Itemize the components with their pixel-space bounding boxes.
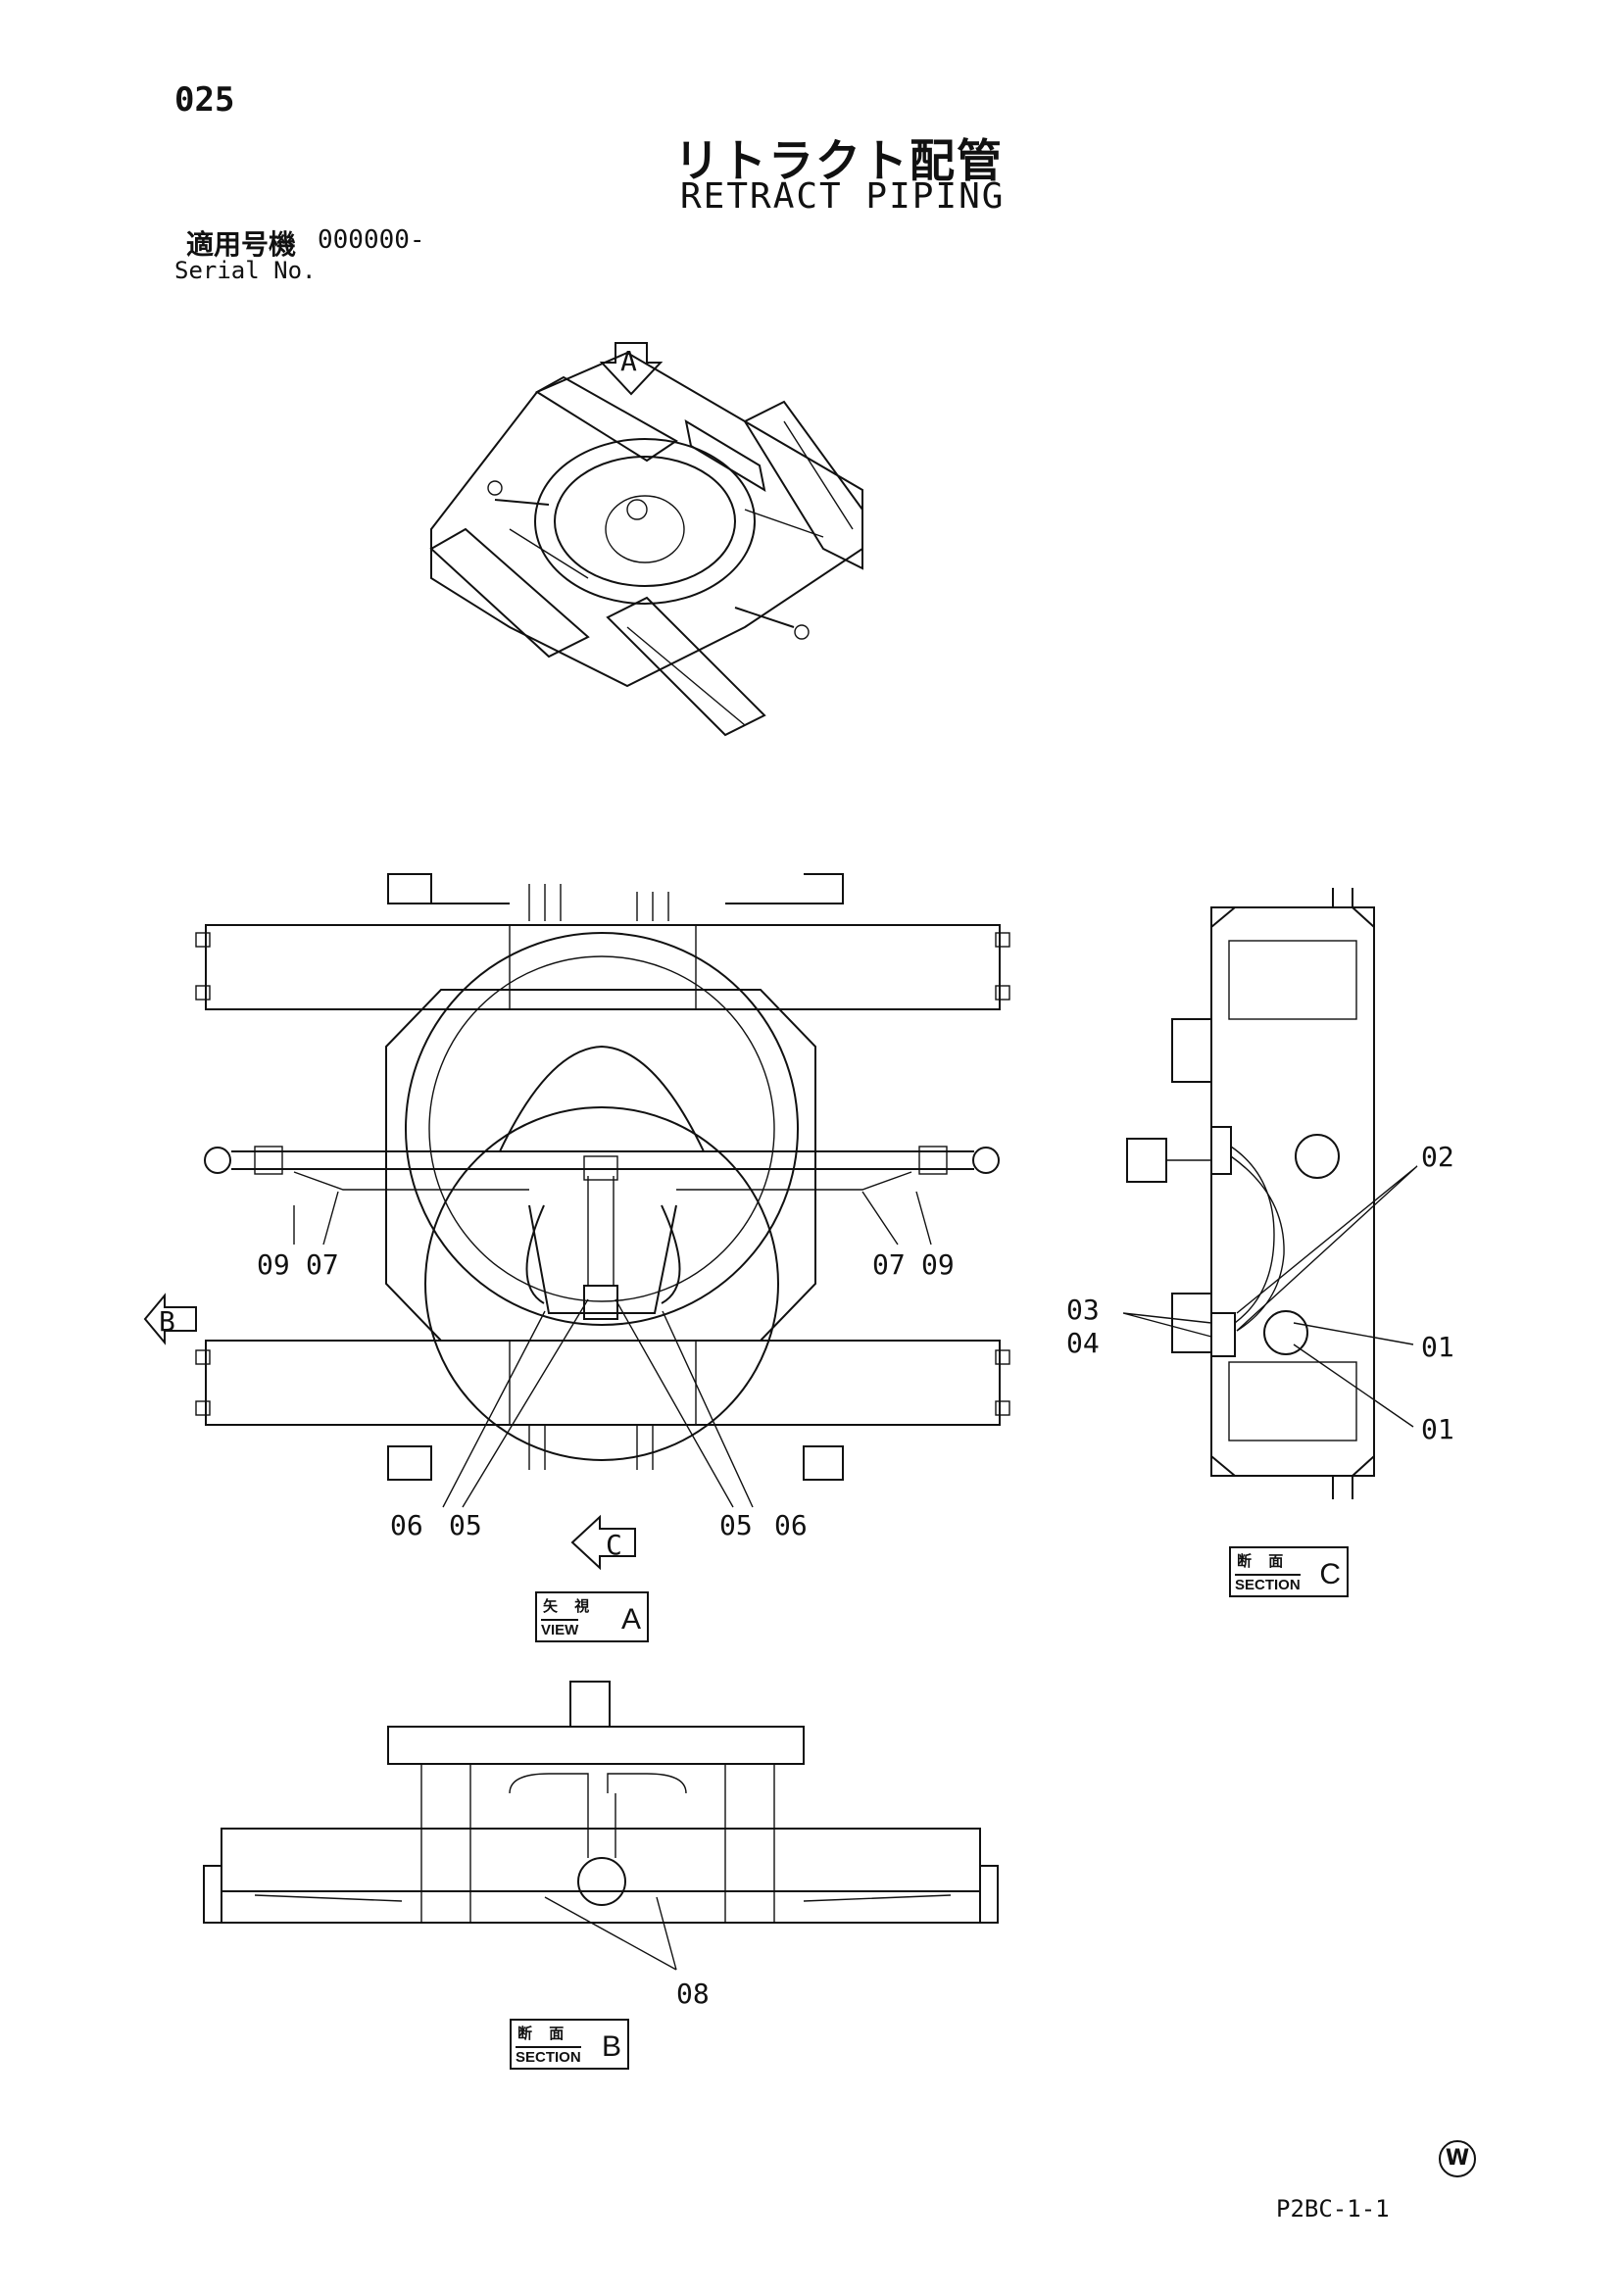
section-c-box-top: 断 面 bbox=[1237, 1552, 1290, 1570]
callout-09-left: 09 bbox=[257, 1248, 290, 1281]
section-b-label-box: 断 面 SECTION B bbox=[510, 2019, 629, 2070]
arrow-c-label: C bbox=[606, 1529, 622, 1561]
title-english: RETRACT PIPING bbox=[680, 176, 1006, 217]
section-b-box-top: 断 面 bbox=[517, 2025, 570, 2042]
view-a-box-letter: A bbox=[620, 1603, 641, 1636]
drawing-code: P2BC-1-1 bbox=[1276, 2195, 1390, 2223]
callout-05-right: 05 bbox=[719, 1509, 753, 1541]
callout-01-lower: 01 bbox=[1421, 1413, 1454, 1445]
view-a-plan: 09 07 07 09 06 05 05 06 B C bbox=[143, 873, 1010, 1571]
section-b-box-bottom: SECTION bbox=[516, 2046, 581, 2066]
serial-value: 000000- bbox=[318, 225, 425, 255]
section-c-label-box: 断 面 SECTION C bbox=[1229, 1546, 1349, 1597]
section-b-view: 08 bbox=[203, 1681, 999, 2010]
isometric-view: A bbox=[429, 342, 863, 737]
callout-09-right: 09 bbox=[921, 1248, 955, 1281]
callout-07-right: 07 bbox=[872, 1248, 906, 1281]
title-japanese: リトラクト配管 bbox=[674, 134, 1004, 187]
serial-label-english: Serial No. bbox=[174, 257, 317, 284]
view-a-box-top: 矢 視 bbox=[543, 1597, 596, 1615]
callout-05-left: 05 bbox=[449, 1509, 482, 1541]
serial-label-japanese: 適用号機 bbox=[186, 228, 297, 261]
callout-01-upper: 01 bbox=[1421, 1331, 1454, 1363]
view-a-label-box: 矢 視 VIEW A bbox=[535, 1591, 649, 1642]
callout-08: 08 bbox=[676, 1978, 710, 2010]
callout-03: 03 bbox=[1066, 1294, 1100, 1326]
view-a-box-bottom: VIEW bbox=[541, 1619, 579, 1638]
callout-06-right: 06 bbox=[774, 1509, 808, 1541]
section-c-box-bottom: SECTION bbox=[1235, 1574, 1301, 1593]
arrow-a-label: A bbox=[620, 345, 637, 377]
callout-04: 04 bbox=[1066, 1327, 1100, 1359]
callout-06-left: 06 bbox=[390, 1509, 423, 1541]
circled-w-mark: W bbox=[1439, 2140, 1476, 2177]
arrow-b-label: B bbox=[159, 1305, 175, 1338]
callout-07-left: 07 bbox=[306, 1248, 339, 1281]
callout-02: 02 bbox=[1421, 1141, 1454, 1173]
section-c-box-letter: C bbox=[1319, 1558, 1341, 1590]
section-b-box-letter: B bbox=[601, 2030, 621, 2063]
page-number: 025 bbox=[174, 80, 235, 120]
section-c-view: 02 03 04 01 01 bbox=[1066, 888, 1454, 1499]
